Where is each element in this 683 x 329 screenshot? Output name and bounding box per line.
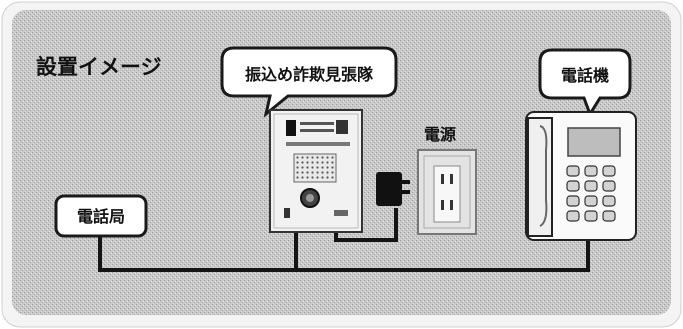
phone-label: 電話機 — [561, 66, 609, 85]
phone-icon — [525, 111, 637, 241]
device-label-callout: 振込め詐欺見張隊 — [220, 46, 398, 118]
device-label: 振込め詐欺見張隊 — [245, 65, 374, 84]
exchange-label-box: 電話局 — [54, 194, 148, 238]
ac-adapter-icon — [376, 172, 410, 206]
phone-label-callout: 電話機 — [538, 48, 632, 118]
exchange-label: 電話局 — [77, 207, 125, 226]
diagram-title: 設置イメージ — [36, 55, 162, 79]
recorder-device-icon — [269, 109, 363, 233]
power-outlet-icon — [417, 149, 477, 235]
power-label: 電源 — [424, 125, 456, 144]
